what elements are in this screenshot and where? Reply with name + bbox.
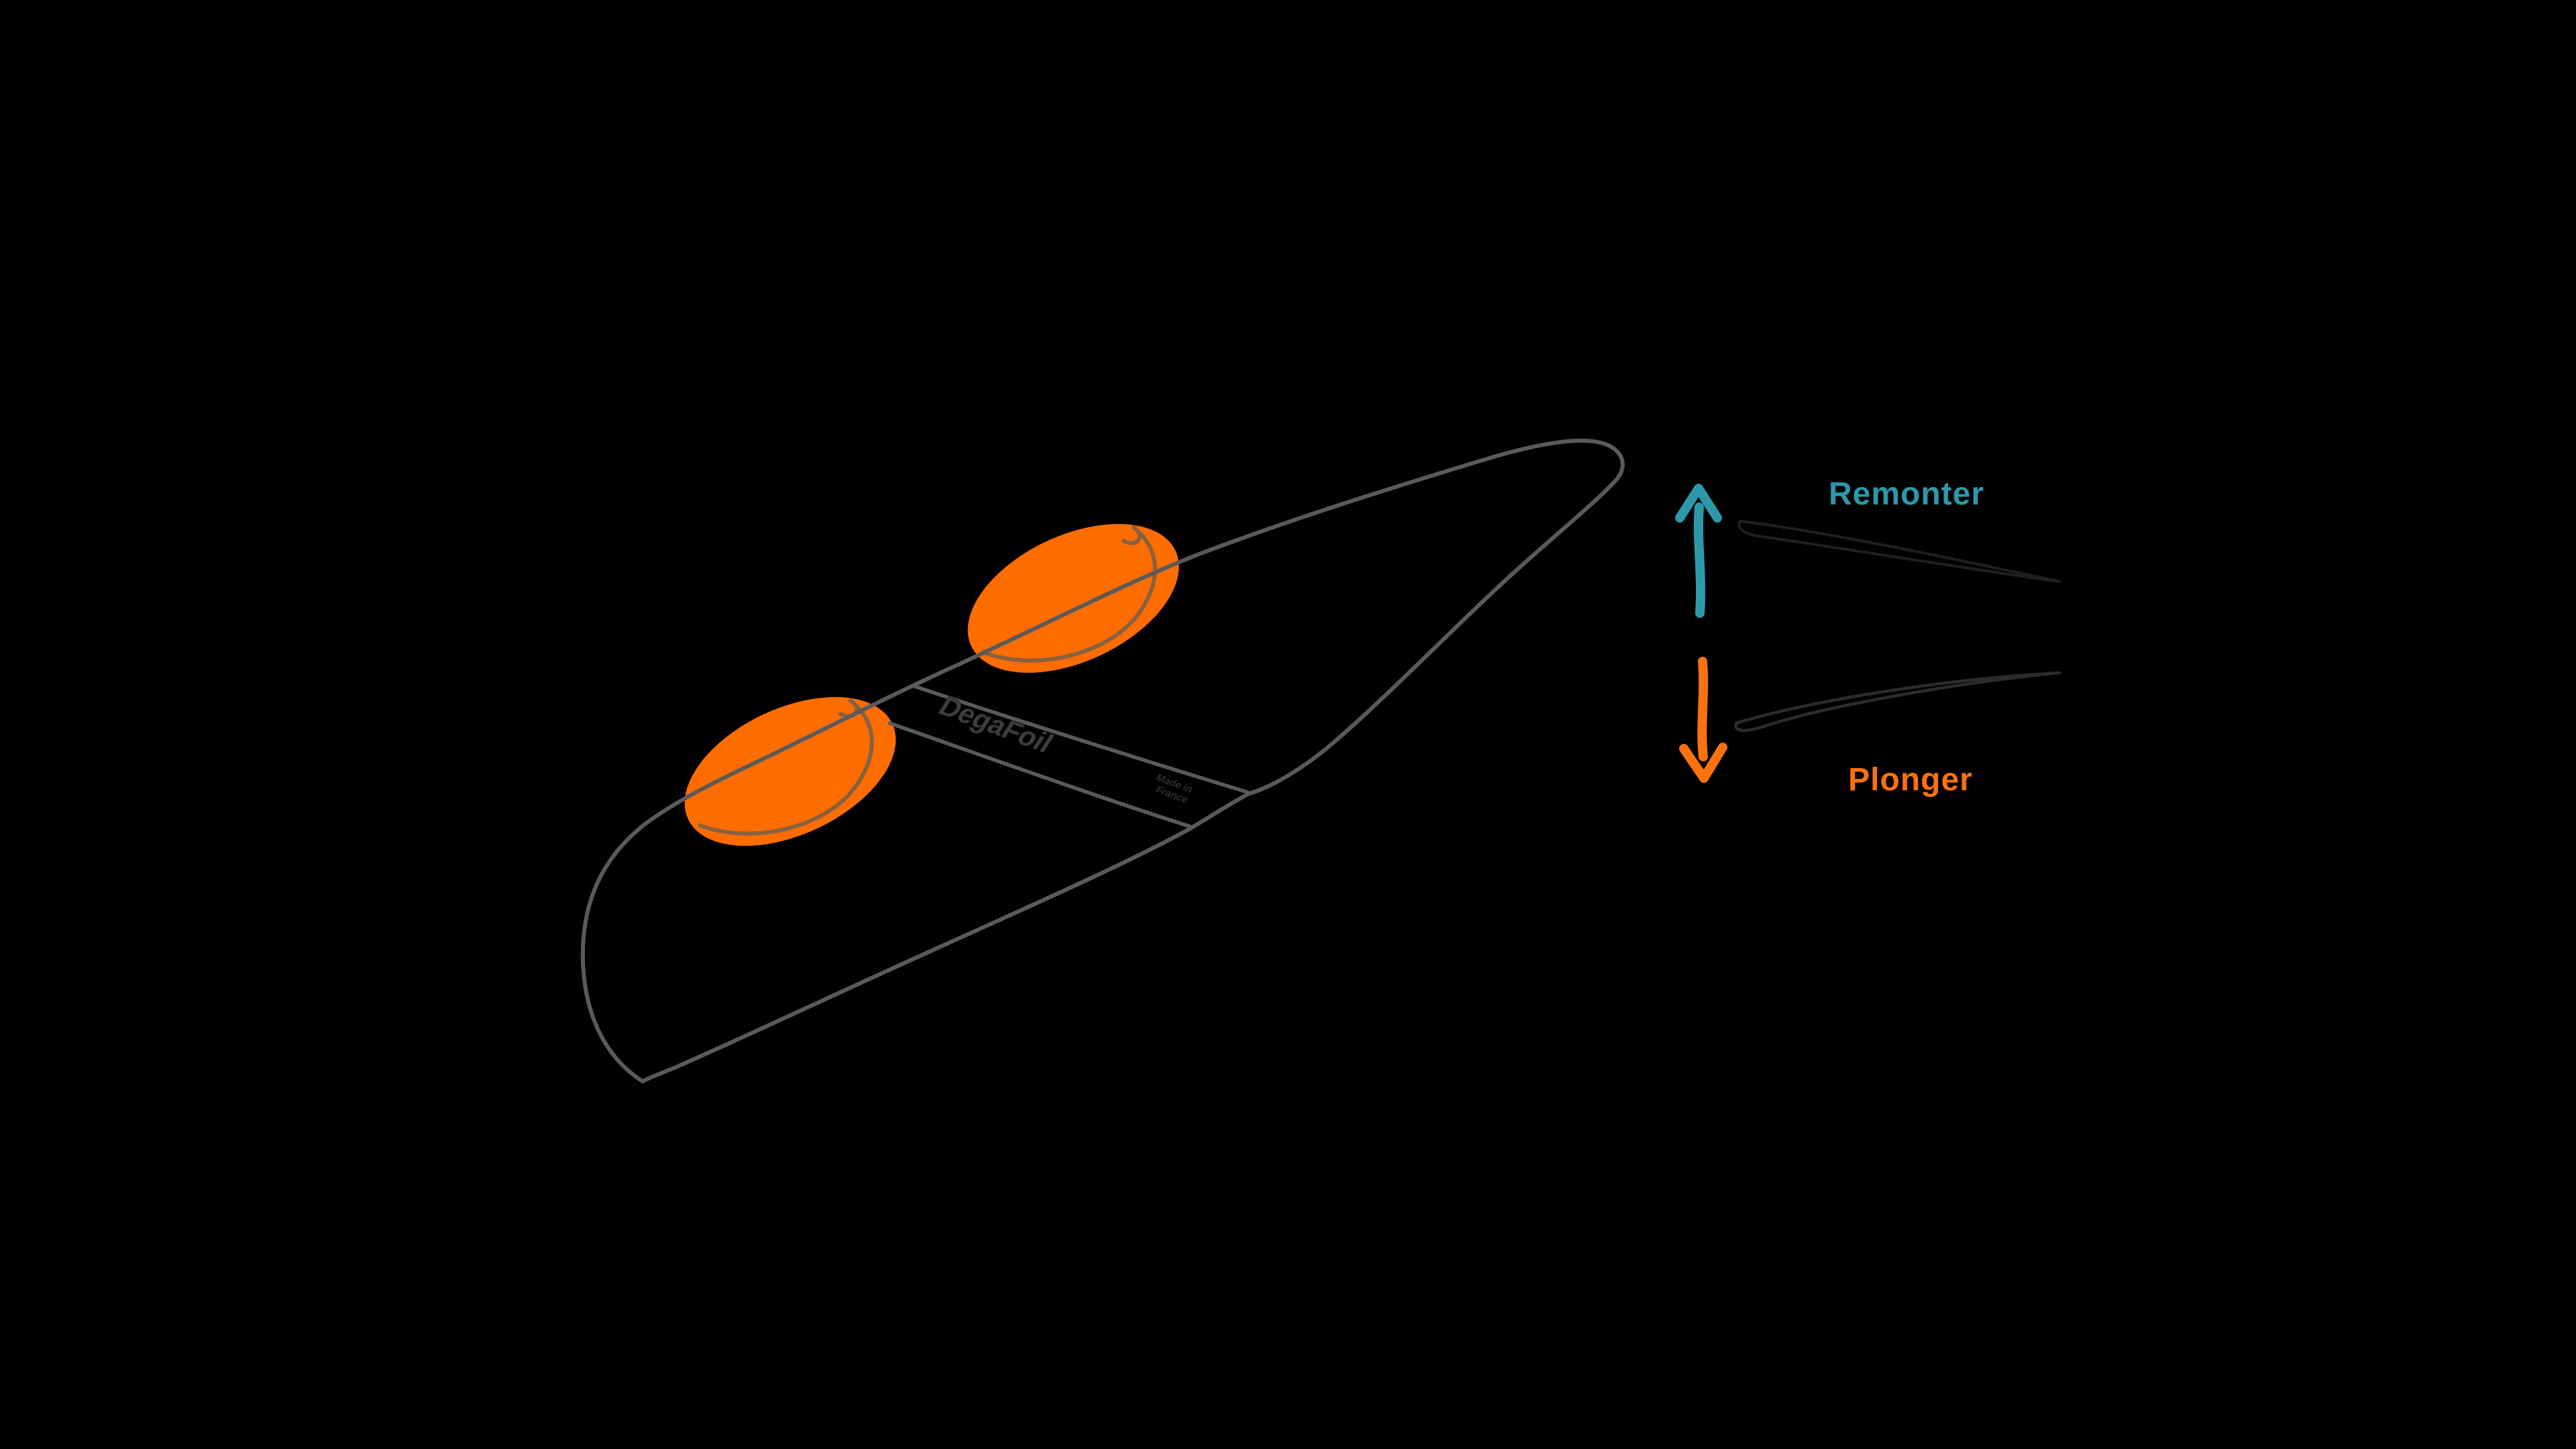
dive-label: Plonger xyxy=(1848,762,1973,798)
strut-lower-line xyxy=(888,721,1192,828)
wing-outline xyxy=(580,438,1625,1083)
up-arrow-icon xyxy=(1675,484,1722,618)
pad-ellipse xyxy=(684,697,896,846)
down-arrow-icon xyxy=(1679,657,1727,783)
wing-brand-label: DegaFoil xyxy=(933,691,1059,759)
wing-illustration: DegaFoil Made in France xyxy=(580,438,1625,1083)
wing-pad-upper xyxy=(967,524,1179,673)
legend-dive: Plonger xyxy=(1679,657,2061,798)
wing-fine-print: Made in France xyxy=(1153,772,1195,805)
strut-upper-line xyxy=(910,684,1250,794)
wing-pad-lower xyxy=(684,697,896,846)
airfoil-nose-up-icon xyxy=(1737,520,2061,583)
legend-climb: Remonter xyxy=(1675,476,2061,618)
airfoil-nose-down-icon xyxy=(1734,671,2061,733)
pad-seam-line xyxy=(981,525,1157,663)
climb-label: Remonter xyxy=(1829,476,1984,512)
pitch-legend: Remonter Plonger xyxy=(1675,476,2061,798)
pad-ellipse xyxy=(967,524,1179,673)
